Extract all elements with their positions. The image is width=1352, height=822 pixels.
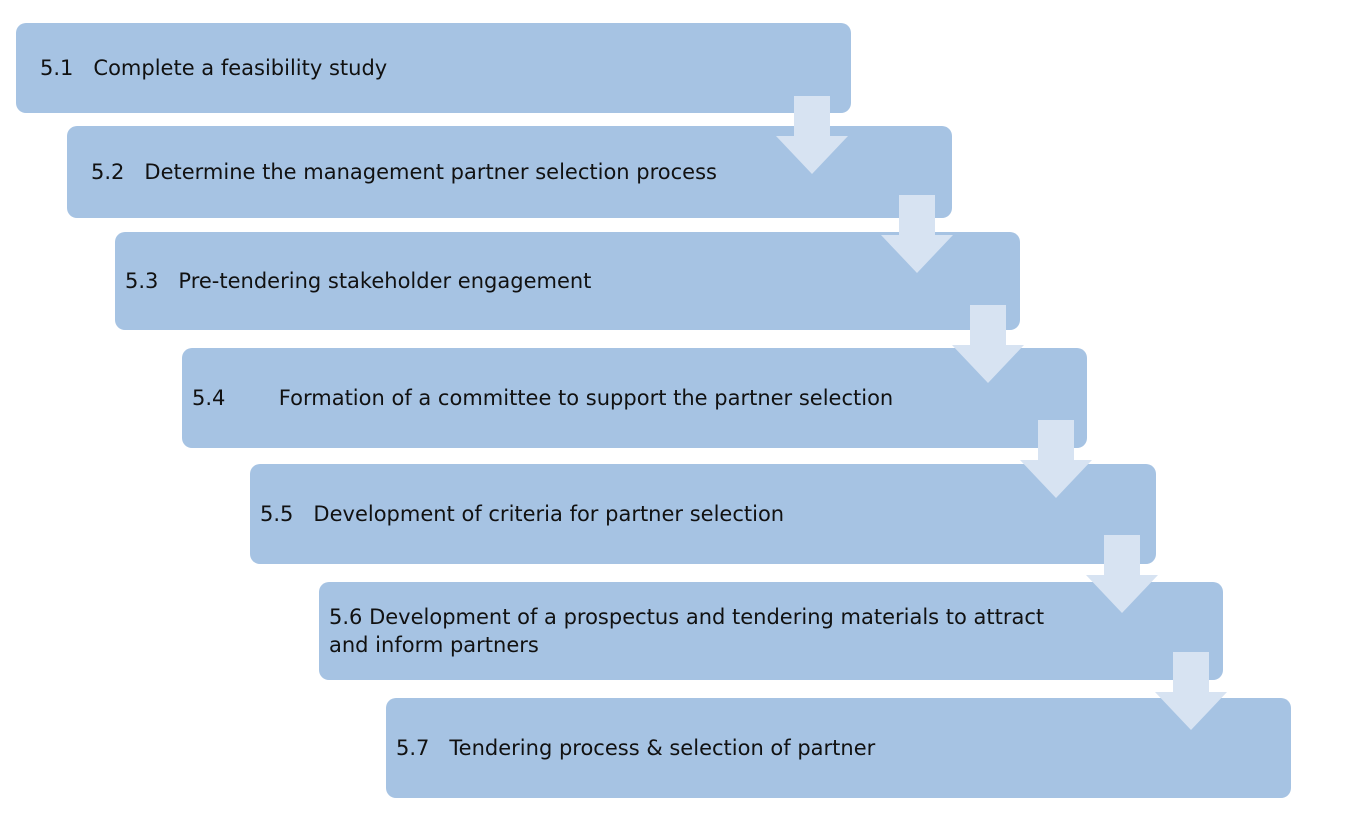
step-box-5-5: 5.5 Development of criteria for partner … <box>250 464 1156 564</box>
step-label: 5.6 Development of a prospectus and tend… <box>329 605 1045 657</box>
step-box-5-7: 5.7 Tendering process & selection of par… <box>386 698 1291 798</box>
step-label: 5.3 Pre-tendering stakeholder engagement <box>125 269 592 293</box>
step-label: 5.7 Tendering process & selection of par… <box>396 736 876 760</box>
step-label: 5.1 Complete a feasibility study <box>40 56 388 80</box>
down-arrow-icon <box>776 96 848 174</box>
step-box-5-1: 5.1 Complete a feasibility study <box>16 23 851 113</box>
step-label: 5.5 Development of criteria for partner … <box>260 502 785 526</box>
down-arrow-icon <box>952 305 1024 383</box>
step-box-5-3: 5.3 Pre-tendering stakeholder engagement <box>115 232 1020 330</box>
down-arrow-icon <box>1020 420 1092 498</box>
down-arrow-icon <box>1155 652 1227 730</box>
step-label: 5.2 Determine the management partner sel… <box>91 160 717 184</box>
step-label: 5.4 Formation of a committee to support … <box>192 386 894 410</box>
step-box-5-4: 5.4 Formation of a committee to support … <box>182 348 1087 448</box>
down-arrow-icon <box>1086 535 1158 613</box>
down-arrow-icon <box>881 195 953 273</box>
step-box-5-6: 5.6 Development of a prospectus and tend… <box>319 582 1223 680</box>
